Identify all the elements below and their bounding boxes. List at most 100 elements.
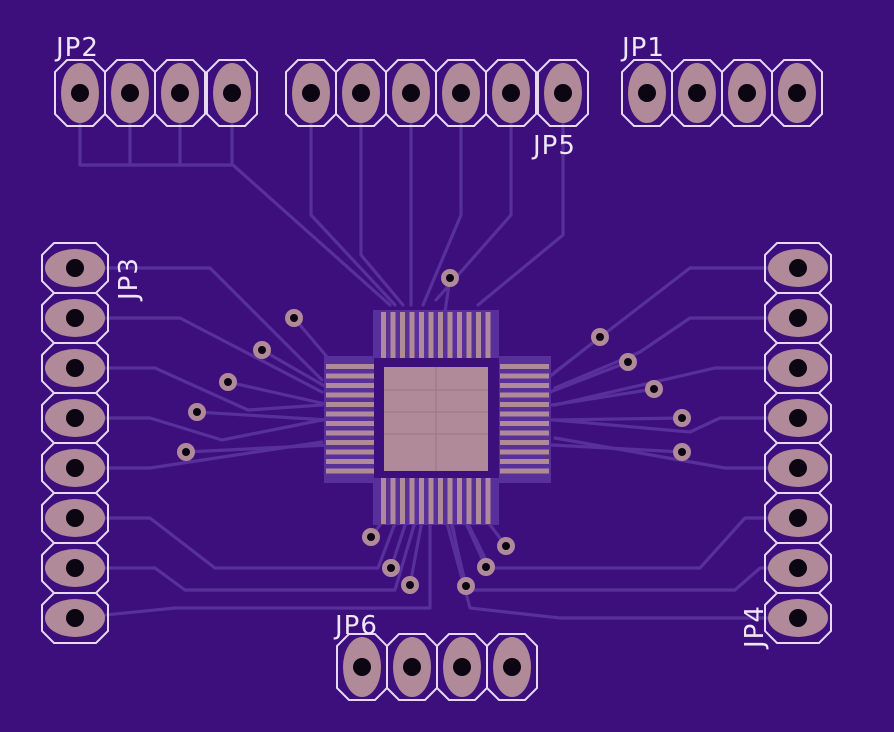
header-pin-outline	[54, 59, 106, 127]
chip-pad-right	[500, 468, 549, 474]
trace	[73, 510, 420, 592]
header-pin-outline	[485, 59, 537, 127]
chip-pad-top	[447, 312, 453, 358]
trace	[442, 510, 800, 620]
header-drill	[403, 658, 421, 676]
trace	[421, 88, 463, 307]
chip-pad-top	[428, 312, 434, 358]
header-pin-outline	[206, 59, 258, 127]
header-pin-outline	[41, 392, 109, 444]
header-drill	[789, 259, 807, 277]
chip-pad-left	[326, 449, 374, 455]
header-pin-outline	[41, 292, 109, 344]
chip-pad-right	[500, 364, 549, 369]
chip-pad-bottom	[428, 478, 434, 524]
chip-pad-top	[476, 312, 481, 358]
chip-pad-right	[500, 440, 549, 445]
via-hole	[406, 581, 414, 589]
trace	[359, 88, 405, 307]
header-drill	[223, 84, 241, 102]
chip-pad-bottom	[476, 478, 481, 524]
header-jp6	[336, 633, 538, 701]
header-drill	[789, 609, 807, 627]
trace	[184, 443, 330, 454]
jp1-label: JP1	[620, 33, 665, 63]
trace	[553, 316, 800, 390]
header-pin-outline	[764, 392, 832, 444]
header-drill	[66, 359, 84, 377]
chip-pad-bottom	[466, 478, 472, 524]
header-pin-outline	[154, 59, 206, 127]
trace	[550, 416, 684, 422]
trace	[434, 88, 513, 302]
trace	[73, 416, 324, 442]
jp4-label: JP4	[740, 605, 770, 650]
header-drill	[66, 309, 84, 327]
chip-pad-bottom	[400, 478, 405, 524]
header-pin-outline	[285, 59, 337, 127]
chip-pad-left	[326, 459, 374, 464]
header-pin-outline	[721, 59, 773, 127]
via-hole	[678, 448, 686, 456]
trace	[260, 348, 337, 394]
header-drill	[789, 509, 807, 527]
trace	[460, 510, 800, 570]
chip-pad-top	[419, 312, 424, 358]
header-drill	[789, 309, 807, 327]
trace	[550, 443, 684, 454]
header-drill	[452, 84, 470, 102]
header-drill	[352, 84, 370, 102]
header-pin-outline	[385, 59, 437, 127]
via-hole	[258, 346, 266, 354]
header-drill	[402, 84, 420, 102]
header-pin-outline	[764, 492, 832, 544]
header-pin-outline	[771, 59, 823, 127]
header-drill	[302, 84, 320, 102]
header-pin-outline	[335, 59, 387, 127]
jp2-label: JP2	[54, 33, 99, 63]
via-hole	[446, 274, 454, 282]
header-pin-outline	[386, 633, 438, 701]
chip-pad-bottom	[409, 478, 415, 524]
jp6-label: JP6	[333, 611, 378, 641]
trace	[548, 360, 630, 394]
header-drill	[71, 84, 89, 102]
chip-pad-top	[466, 312, 472, 358]
header-pin-outline	[41, 242, 109, 294]
chip-pad-left	[326, 421, 374, 426]
chip-pad-right	[500, 383, 549, 388]
via-hole	[624, 358, 632, 366]
trace	[476, 88, 565, 307]
chip-pad-right	[500, 411, 549, 417]
header-drill	[503, 658, 521, 676]
header-drill	[502, 84, 520, 102]
header-pin-outline	[41, 492, 109, 544]
chip-pad-right	[500, 449, 549, 455]
chip-pad-right	[500, 459, 549, 464]
vias-layer	[177, 269, 691, 595]
via-hole	[502, 542, 510, 550]
header-pin-outline	[41, 342, 109, 394]
header-drill	[66, 559, 84, 577]
chip-pad-top	[438, 312, 443, 358]
trace	[73, 266, 324, 382]
header-pin-outline	[621, 59, 673, 127]
chip-pad-top	[485, 312, 491, 358]
trace	[550, 387, 656, 407]
header-drill	[688, 84, 706, 102]
header-drill	[789, 409, 807, 427]
header-drill	[453, 658, 471, 676]
header-pin-outline	[435, 59, 487, 127]
header-pin-outline	[336, 633, 388, 701]
chip-pad-bottom	[438, 478, 443, 524]
via-hole	[650, 385, 658, 393]
trace	[546, 335, 602, 380]
header-pin-outline	[104, 59, 156, 127]
header-drill	[788, 84, 806, 102]
chip-pad-bottom	[457, 478, 462, 524]
via-hole	[596, 333, 604, 341]
header-drill	[554, 84, 572, 102]
header-pin-outline	[764, 592, 832, 644]
header-pin-outline	[671, 59, 723, 127]
